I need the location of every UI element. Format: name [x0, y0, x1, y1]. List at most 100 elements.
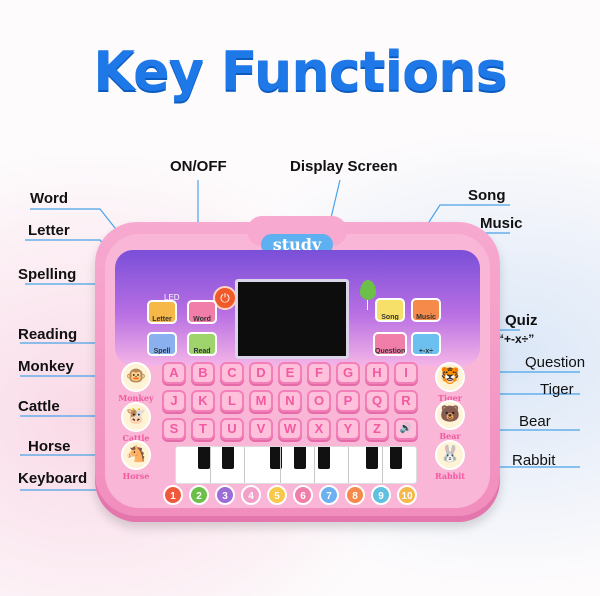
brand-logo: study	[261, 234, 333, 255]
label-display-screen: Display Screen	[290, 158, 398, 175]
key-n[interactable]: N	[278, 390, 302, 412]
word-button[interactable]: Word	[187, 300, 217, 324]
key-b[interactable]: B	[191, 362, 215, 384]
rabbit-icon: 🐰	[440, 446, 460, 463]
piano-black-key[interactable]	[294, 447, 306, 469]
learning-tablet: study LED ⏻ Letter Word Spell Read Song …	[95, 216, 500, 522]
speaker-key[interactable]: 🔊	[394, 418, 418, 440]
spell-button[interactable]: Spell	[147, 332, 177, 356]
music-button[interactable]: Music	[411, 298, 441, 322]
number-key-1[interactable]: 1	[163, 485, 183, 505]
bear-button[interactable]: 🐻	[435, 400, 465, 430]
word-button-label: Word	[193, 316, 211, 323]
piano-black-key[interactable]	[270, 447, 282, 469]
key-m[interactable]: M	[249, 390, 273, 412]
tiger-icon: 🐯	[440, 368, 460, 385]
piano-keyboard[interactable]	[175, 446, 417, 484]
horse-button[interactable]: 🐴	[121, 440, 151, 470]
read-button[interactable]: Read	[187, 332, 217, 356]
key-u[interactable]: U	[220, 418, 244, 440]
number-key-6[interactable]: 6	[293, 485, 313, 505]
key-w[interactable]: W	[278, 418, 302, 440]
label-reading: Reading	[18, 326, 78, 343]
balloon-icon	[360, 280, 376, 310]
key-v[interactable]: V	[249, 418, 273, 440]
key-l[interactable]: L	[220, 390, 244, 412]
number-key-10[interactable]: 10	[397, 485, 417, 505]
piano-black-key[interactable]	[390, 447, 402, 469]
number-key-4[interactable]: 4	[241, 485, 261, 505]
monkey-name: Monkey	[118, 393, 154, 403]
monkey-button[interactable]: 🐵	[121, 362, 151, 392]
key-h[interactable]: H	[365, 362, 389, 384]
number-key-9[interactable]: 9	[371, 485, 391, 505]
quiz-button[interactable]: +-x÷	[411, 332, 441, 356]
key-y[interactable]: Y	[336, 418, 360, 440]
key-d[interactable]: D	[249, 362, 273, 384]
key-a[interactable]: A	[162, 362, 186, 384]
label-horse: Horse	[28, 438, 71, 455]
key-g[interactable]: G	[336, 362, 360, 384]
number-key-3[interactable]: 3	[215, 485, 235, 505]
bear-name: Bear	[439, 431, 461, 441]
tiger-button[interactable]: 🐯	[435, 362, 465, 392]
key-q[interactable]: Q	[365, 390, 389, 412]
piano-divider	[280, 447, 281, 483]
piano-divider	[210, 447, 211, 483]
monkey-icon: 🐵	[126, 368, 146, 385]
cattle-icon: 🐮	[126, 408, 146, 425]
piano-black-key[interactable]	[198, 447, 210, 469]
key-r[interactable]: R	[394, 390, 418, 412]
song-button-label: Song	[381, 314, 399, 321]
letter-button[interactable]: Letter	[147, 300, 177, 324]
key-p[interactable]: P	[336, 390, 360, 412]
key-s[interactable]: S	[162, 418, 186, 440]
label-letter: Letter	[28, 222, 70, 239]
piano-black-key[interactable]	[318, 447, 330, 469]
number-key-8[interactable]: 8	[345, 485, 365, 505]
piano-divider	[314, 447, 315, 483]
label-keyboard: Keyboard	[18, 470, 88, 487]
led-label: LED	[164, 293, 180, 302]
page-title: Key Functions	[93, 40, 508, 103]
music-button-label: Music	[416, 314, 436, 321]
rabbit-button[interactable]: 🐰	[435, 440, 465, 470]
song-button[interactable]: Song	[375, 298, 405, 322]
label-song: Song	[468, 187, 506, 204]
key-z[interactable]: Z	[365, 418, 389, 440]
piano-divider	[244, 447, 245, 483]
question-button[interactable]: Question	[373, 332, 407, 356]
display-screen	[235, 279, 349, 359]
label-tiger: Tiger	[540, 381, 574, 398]
key-o[interactable]: O	[307, 390, 331, 412]
number-key-5[interactable]: 5	[267, 485, 287, 505]
horse-name: Horse	[122, 471, 150, 481]
piano-divider	[348, 447, 349, 483]
key-j[interactable]: J	[162, 390, 186, 412]
key-k[interactable]: K	[191, 390, 215, 412]
number-key-7[interactable]: 7	[319, 485, 339, 505]
bear-icon: 🐻	[440, 406, 460, 423]
key-f[interactable]: F	[307, 362, 331, 384]
piano-divider	[382, 447, 383, 483]
letter-button-label: Letter	[152, 316, 172, 323]
label-cattle: Cattle	[18, 398, 60, 415]
key-e[interactable]: E	[278, 362, 302, 384]
label-on-off: ON/OFF	[170, 158, 227, 175]
label-rabbit: Rabbit	[512, 452, 556, 469]
horse-icon: 🐴	[126, 446, 146, 463]
cattle-button[interactable]: 🐮	[121, 402, 151, 432]
label-music: Music	[480, 215, 523, 232]
piano-black-key[interactable]	[222, 447, 234, 469]
tiger-name: Tiger	[438, 393, 462, 403]
cattle-name: Cattle	[122, 433, 150, 443]
power-button[interactable]: ⏻	[213, 286, 237, 310]
power-icon: ⏻	[220, 291, 230, 305]
number-key-2[interactable]: 2	[189, 485, 209, 505]
key-i[interactable]: I	[394, 362, 418, 384]
key-t[interactable]: T	[191, 418, 215, 440]
piano-black-key[interactable]	[366, 447, 378, 469]
key-c[interactable]: C	[220, 362, 244, 384]
read-button-label: Read	[193, 348, 211, 355]
key-x[interactable]: X	[307, 418, 331, 440]
